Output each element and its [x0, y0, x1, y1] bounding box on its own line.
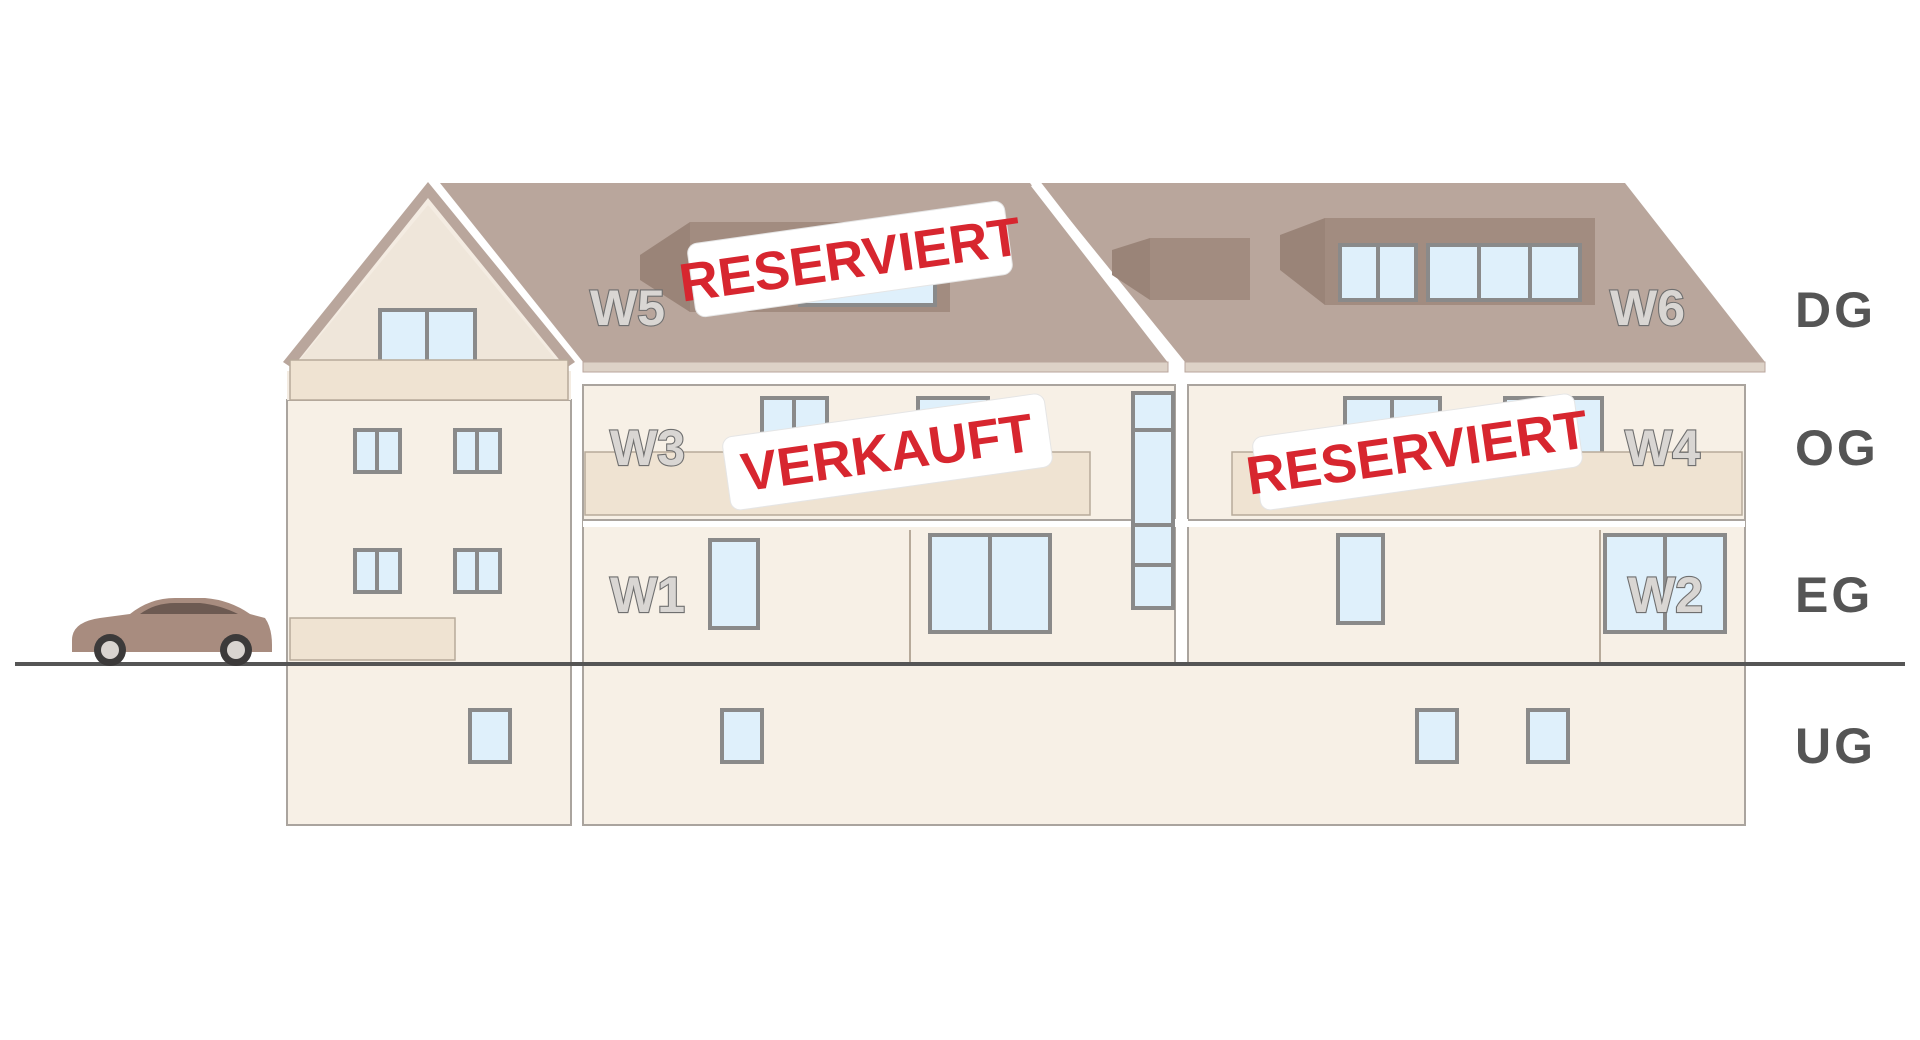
- unit-label-w6: W6: [1610, 280, 1685, 336]
- stairwell-window: [1131, 391, 1175, 610]
- ground-railing: [289, 617, 456, 661]
- basement-wall-left: [286, 664, 572, 826]
- basement-window: [720, 708, 764, 764]
- eaves-left: [582, 361, 1169, 373]
- gable-balcony-railing: [289, 359, 569, 401]
- floor-label-dg: DG: [1795, 282, 1876, 338]
- car-icon: [72, 598, 272, 666]
- floor-label-ug: UG: [1795, 718, 1876, 774]
- basement-window: [468, 708, 512, 764]
- roof-valley: [1031, 179, 1184, 374]
- unit-label-w1: W1: [610, 567, 685, 623]
- dormer-w6-side: [1280, 218, 1325, 305]
- window: [708, 538, 760, 630]
- basement-window: [1526, 708, 1570, 764]
- floor-label-og: OG: [1795, 420, 1879, 476]
- unit-label-w2: W2: [1628, 567, 1703, 623]
- floor-label-eg: EG: [1795, 567, 1873, 623]
- dormer-small: [1150, 238, 1250, 300]
- window: [1426, 243, 1582, 302]
- unit-label-w5: W5: [590, 280, 665, 336]
- dormer-small-side: [1112, 238, 1150, 300]
- unit-label-w3: W3: [610, 420, 685, 476]
- dormer-w5-side: [640, 222, 690, 312]
- eaves-right: [1184, 361, 1766, 373]
- window: [1336, 533, 1385, 625]
- gable-inner: [300, 205, 556, 360]
- basement-window: [1415, 708, 1459, 764]
- unit-label-w4: W4: [1625, 420, 1700, 476]
